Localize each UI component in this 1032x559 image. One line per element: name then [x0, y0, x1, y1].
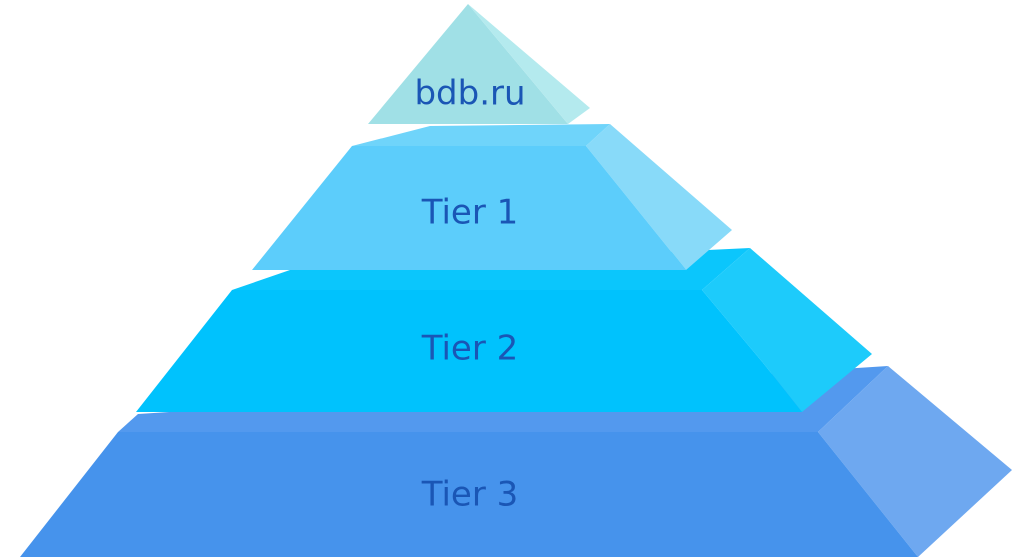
pyramid-level-tier-1: Tier 1 — [252, 124, 732, 270]
apex-front-face — [368, 4, 568, 124]
tier-1-side-face — [586, 124, 732, 270]
pyramid-level-tier-2: Tier 2 — [136, 248, 872, 412]
tier-2-label: Tier 2 — [421, 329, 519, 369]
tier-3-side-face — [818, 366, 1012, 557]
apex-label: bdb.ru — [414, 74, 525, 114]
tier-3-label: Tier 3 — [421, 475, 519, 515]
tier-3-front-face — [20, 432, 918, 557]
apex-side-face — [468, 4, 590, 124]
tier-1-front-face — [252, 146, 686, 270]
tier-1-label: Tier 1 — [421, 193, 519, 233]
pyramid-level-apex: bdb.ru — [368, 4, 590, 124]
tier-2-front-face — [136, 290, 802, 412]
tier-1-top-face — [352, 124, 610, 146]
tier-2-side-face — [702, 248, 872, 412]
